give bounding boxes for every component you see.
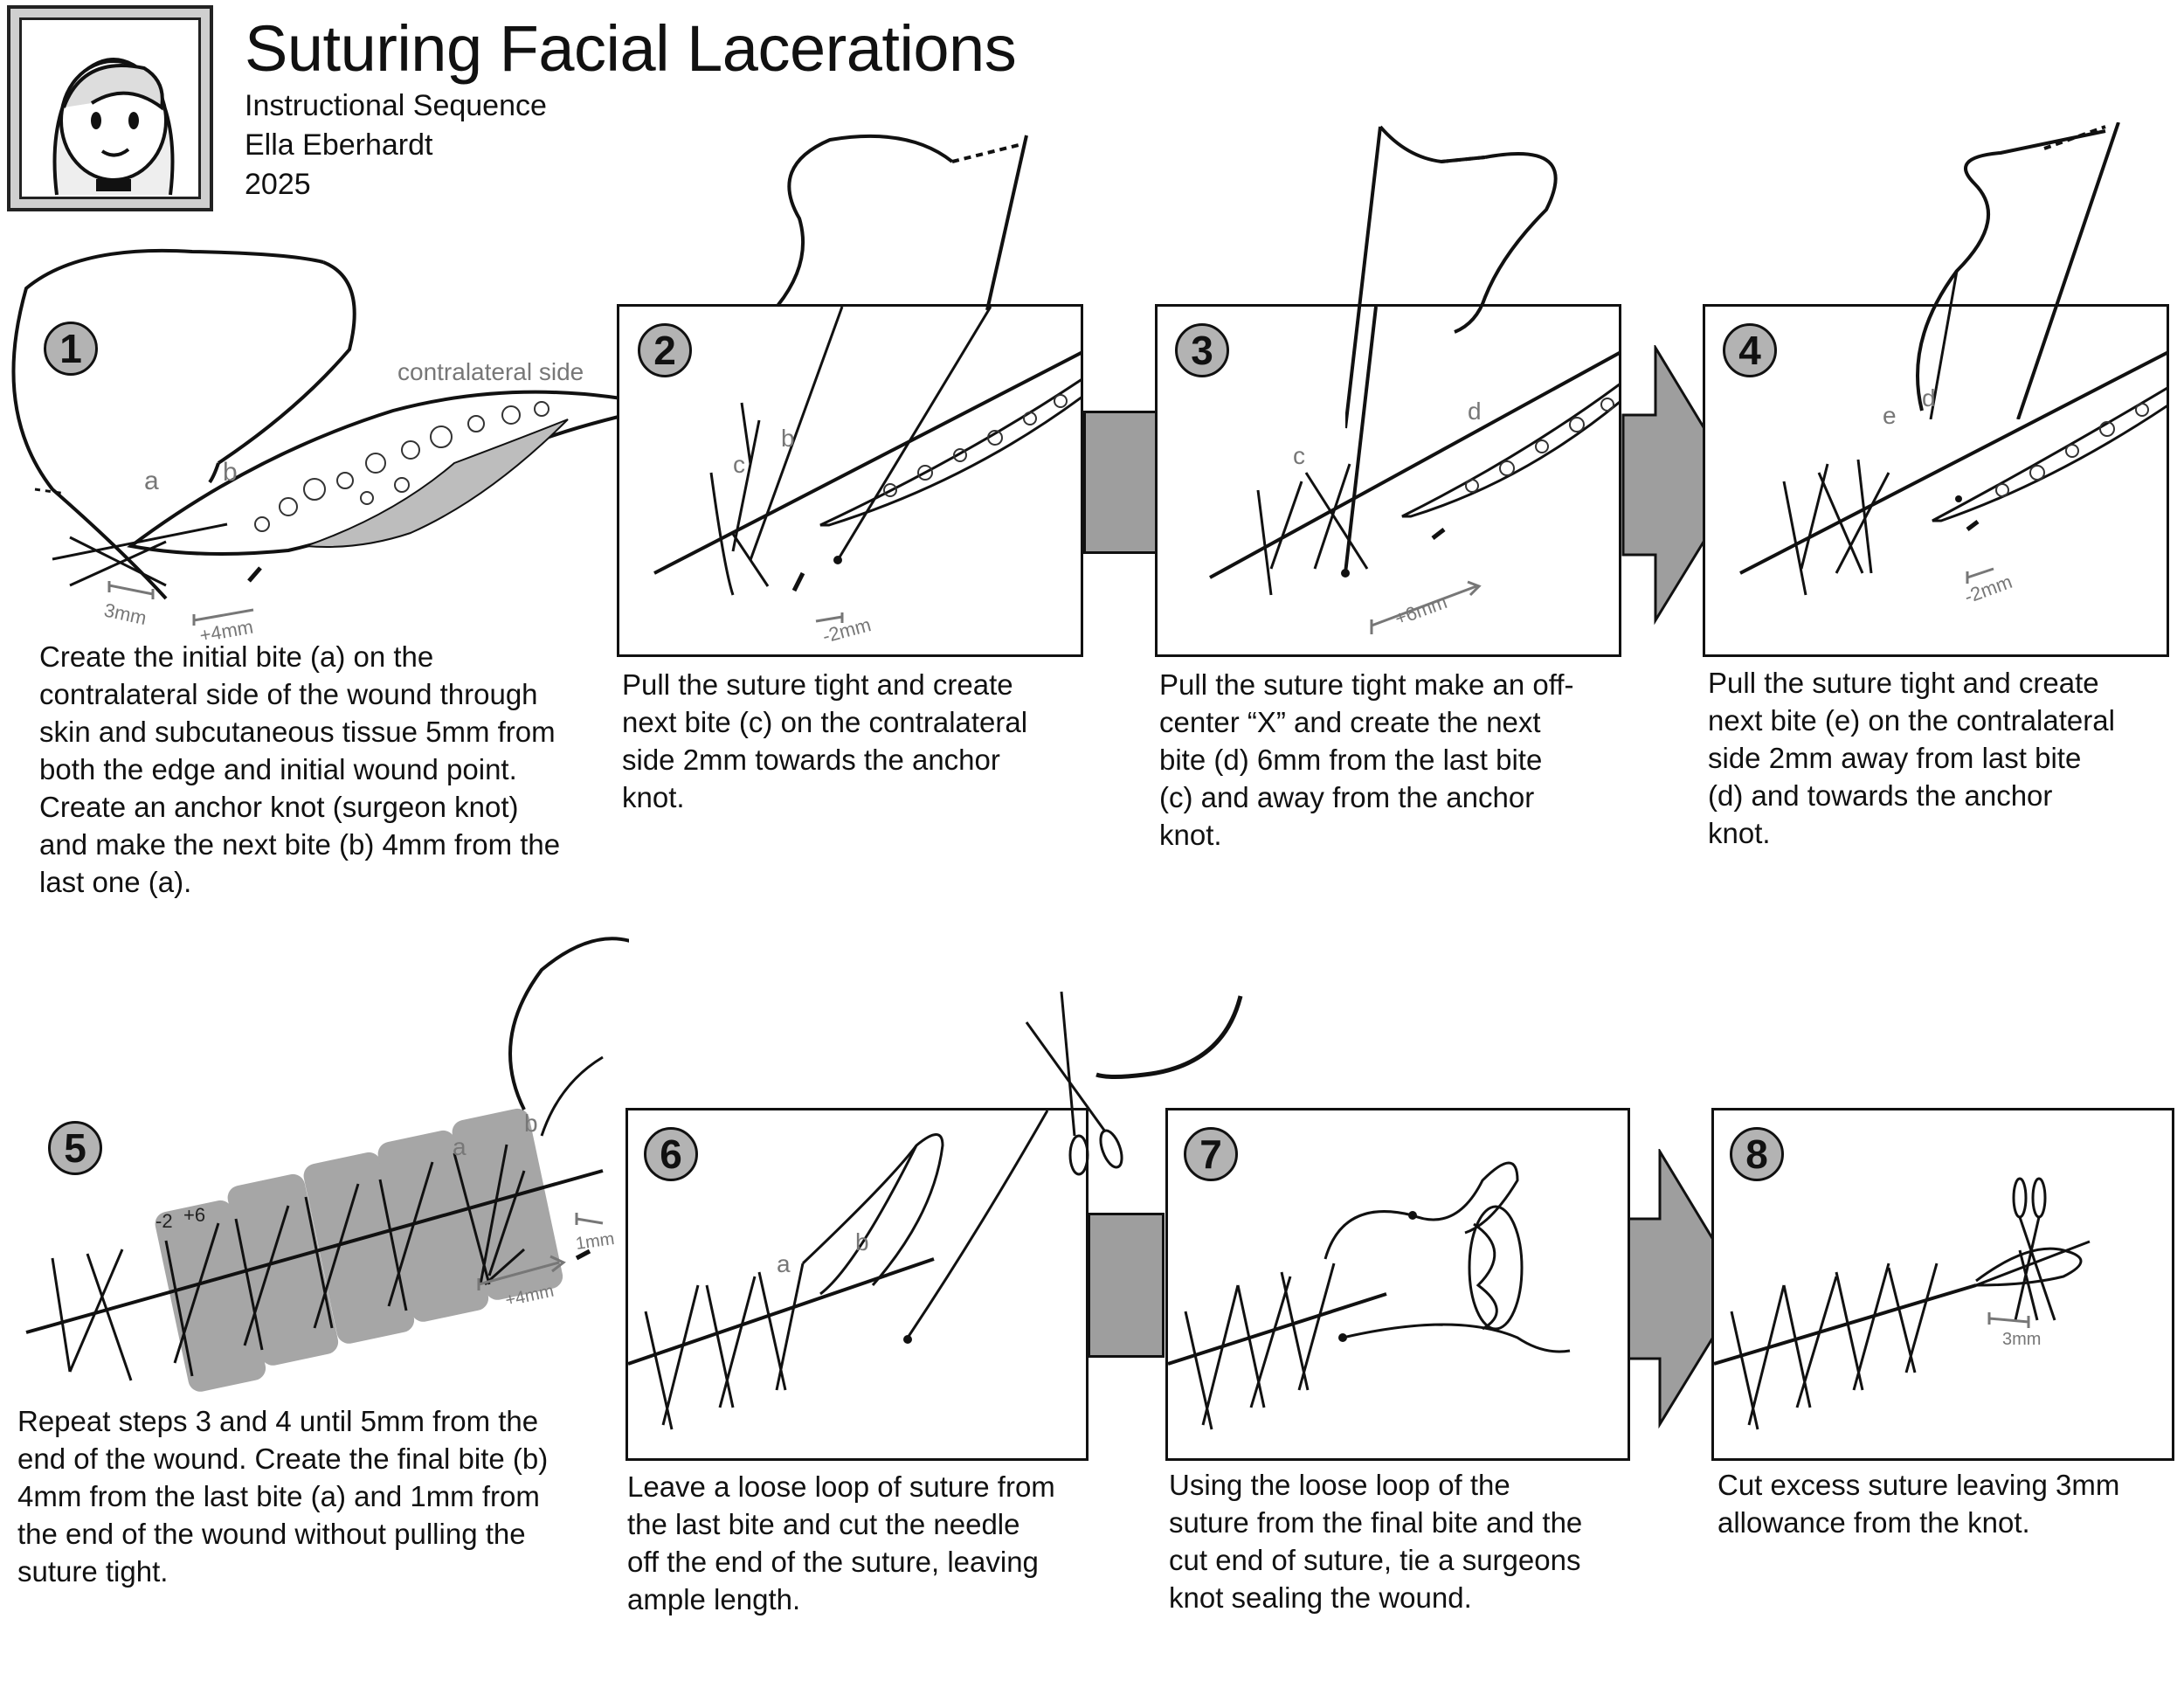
bite-a-label: a bbox=[453, 1133, 467, 1160]
author-portrait bbox=[7, 5, 213, 211]
step-5-illustration: -2 +6 a b 1mm +4mm bbox=[0, 926, 629, 1398]
step-2-suture bbox=[776, 134, 1028, 311]
step-1-illustration: contralateral side a b 3mm +4mm bbox=[0, 236, 681, 647]
bite-b-label: b bbox=[223, 458, 238, 487]
bite-a-label: a bbox=[777, 1250, 791, 1277]
step-7-number: 7 bbox=[1184, 1127, 1238, 1181]
step-5-number: 5 bbox=[48, 1121, 102, 1175]
step-7-panel bbox=[1165, 1108, 1630, 1461]
bite-e-label: e bbox=[1883, 402, 1897, 429]
bite-a-label: a bbox=[144, 467, 159, 495]
dist-1mm-label: 1mm bbox=[575, 1229, 616, 1254]
step-2-panel: c b -2mm bbox=[617, 304, 1083, 657]
step-4-suture bbox=[1916, 122, 2120, 419]
step-3-panel: c +6mm bbox=[1155, 304, 1621, 657]
bite-b-label: b bbox=[524, 1110, 538, 1137]
step-6-number: 6 bbox=[644, 1127, 698, 1181]
step-8-panel: 3mm bbox=[1711, 1108, 2174, 1461]
author-name: Ella Eberhardt bbox=[245, 128, 433, 162]
dist-3mm-label: 3mm bbox=[102, 598, 149, 629]
step-3-suture: d bbox=[1345, 125, 1558, 429]
step-3-number: 3 bbox=[1175, 323, 1229, 377]
dist-3mm-label: 3mm bbox=[2002, 1330, 2041, 1349]
step-4-labels: e d bbox=[1883, 384, 1936, 429]
bite-c-label: c bbox=[733, 451, 745, 478]
author-portrait-icon bbox=[52, 58, 175, 196]
scissors-icon bbox=[1025, 991, 1123, 1176]
step-8-number: 8 bbox=[1730, 1127, 1784, 1181]
step-6-panel: a b bbox=[625, 1108, 1089, 1461]
bite-d-label: d bbox=[1922, 384, 1936, 412]
contralateral-side-label: contralateral side bbox=[397, 358, 584, 385]
suture-needle-icon bbox=[1025, 991, 1243, 1176]
page-title: Suturing Facial Lacerations bbox=[245, 12, 1017, 85]
step-2-to-3-connector bbox=[1083, 411, 1164, 554]
bite-d-label: d bbox=[1468, 398, 1482, 425]
step-4-number: 4 bbox=[1723, 323, 1777, 377]
step-4-panel: -2mm bbox=[1703, 304, 2169, 657]
minus-2-label: -2 bbox=[156, 1210, 173, 1232]
step-arrow-icon bbox=[1621, 345, 1740, 625]
page-subtitle: Instructional Sequence bbox=[245, 89, 547, 122]
step-6-to-7-connector bbox=[1088, 1213, 1165, 1358]
publication-year: 2025 bbox=[245, 168, 311, 201]
dist-plus-6mm-label: +6mm bbox=[1392, 591, 1450, 630]
step-1-number: 1 bbox=[44, 322, 98, 376]
bite-b-label: b bbox=[855, 1228, 869, 1256]
bite-c-label: c bbox=[1293, 442, 1305, 469]
step-arrow-icon bbox=[1626, 1149, 1745, 1429]
plus-6-label: +6 bbox=[183, 1204, 205, 1226]
bite-b-label: b bbox=[781, 425, 795, 452]
step-3-caption: Pull the suture tight make an off-center… bbox=[1159, 668, 1574, 851]
step-2-number: 2 bbox=[638, 323, 692, 377]
